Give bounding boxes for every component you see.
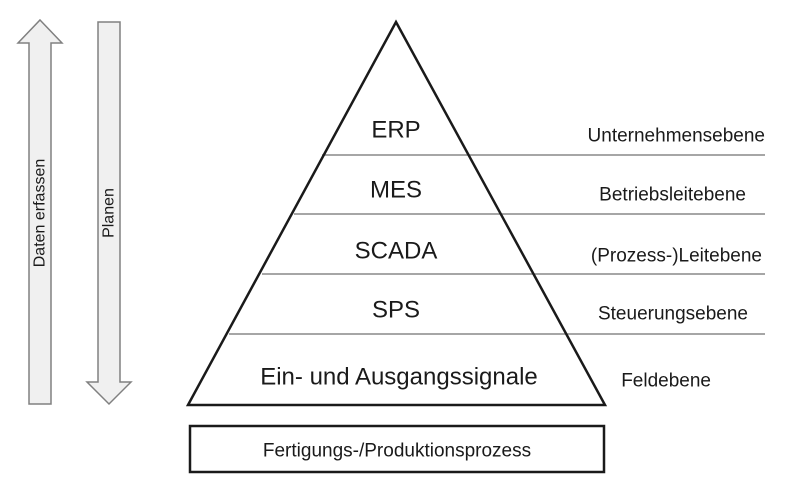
up-arrow-shape bbox=[16, 18, 64, 405]
down-arrow-shape bbox=[85, 21, 133, 406]
pyramid-outline bbox=[185, 19, 608, 407]
layer-labels: Unternehmensebene Betriebsleitebene (Pro… bbox=[588, 126, 765, 392]
layer-control-label: Steuerungsebene bbox=[598, 304, 748, 325]
layer-operations-label: Betriebsleitebene bbox=[599, 185, 746, 206]
layer-process-control-label: (Prozess-)Leitebene bbox=[591, 246, 762, 267]
pyramid-levels: ERP MES SCADA SPS Ein- und Ausgangssigna… bbox=[260, 117, 538, 391]
level-mes-label: MES bbox=[370, 177, 422, 204]
level-sps-label: SPS bbox=[372, 297, 420, 324]
level-separators bbox=[229, 154, 765, 335]
process-box: Fertigungs-/Produktionsprozess bbox=[188, 424, 606, 474]
level-field-signals-label: Ein- und Ausgangssignale bbox=[260, 364, 538, 391]
process-box-label: Fertigungs-/Produktionsprozess bbox=[263, 441, 531, 462]
down-arrow-label: Planen bbox=[101, 188, 118, 238]
layer-enterprise-label: Unternehmensebene bbox=[588, 126, 765, 147]
level-scada-label: SCADA bbox=[355, 238, 438, 265]
level-erp-label: ERP bbox=[371, 117, 420, 144]
process-box-frame bbox=[188, 424, 606, 474]
layer-field-label: Feldebene bbox=[621, 371, 711, 392]
data-capture-arrow: Daten erfassen bbox=[16, 18, 64, 405]
up-arrow-label: Daten erfassen bbox=[32, 159, 49, 268]
planning-arrow: Planen bbox=[85, 21, 133, 406]
